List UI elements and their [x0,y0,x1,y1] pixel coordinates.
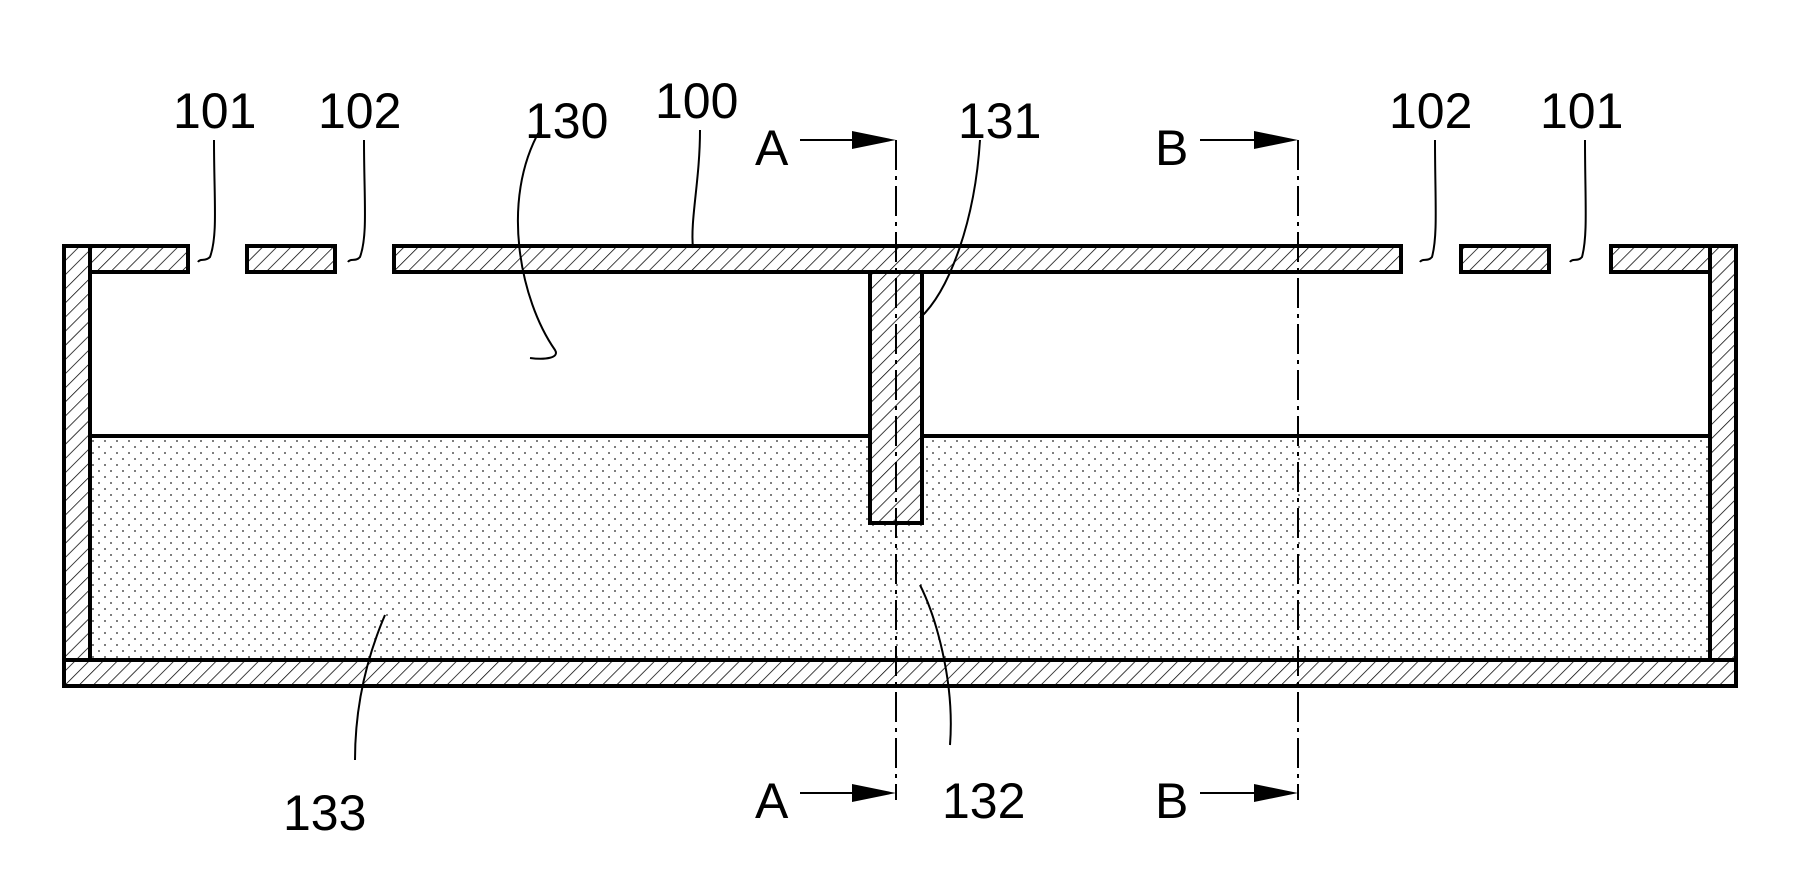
label-101-left: 101 [173,83,256,139]
leader-101-left [198,140,215,262]
section-arrow-b-top [1200,131,1298,149]
top-plate-segment-left-small [247,246,335,272]
label-130: 130 [525,93,608,149]
section-arrow-a-top [800,131,896,149]
label-100: 100 [655,73,738,129]
leader-101-right [1570,140,1586,262]
section-arrow-b-bottom [1200,784,1298,802]
label-101-right: 101 [1540,83,1623,139]
top-plate-segment-right-small [1461,246,1549,272]
top-plate-main [394,246,1401,272]
leader-102-right [1420,140,1436,262]
bottom-wall [64,660,1736,686]
left-side-wall [64,246,90,686]
section-letter-a-top: A [755,120,789,176]
label-132: 132 [942,773,1025,829]
label-102-left: 102 [318,83,401,139]
label-102-right: 102 [1389,83,1472,139]
right-side-wall [1710,246,1736,686]
section-letter-a-bottom: A [755,773,789,829]
label-131: 131 [958,93,1041,149]
section-letter-b-bottom: B [1155,773,1188,829]
section-arrow-a-bottom [800,784,896,802]
leader-102-left [348,140,365,262]
label-133: 133 [283,785,366,841]
section-letter-b-top: B [1155,120,1188,176]
leader-100 [692,130,700,248]
leader-131 [920,140,980,318]
